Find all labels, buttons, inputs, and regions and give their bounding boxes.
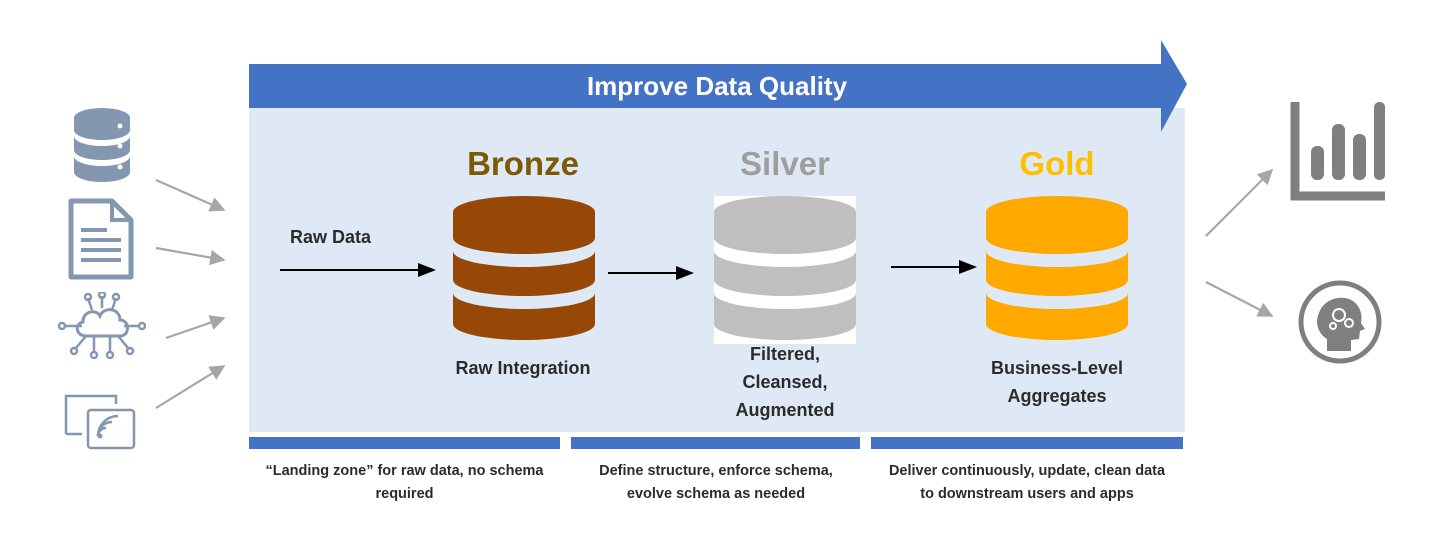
bronze-title: Bronze <box>467 145 579 182</box>
bronze-footnote-line2: required <box>375 486 434 502</box>
bronze-database-icon <box>453 196 595 340</box>
ai-head-icon <box>1298 280 1382 364</box>
bronze-footnote: “Landing zone” for raw data, no schema r… <box>232 460 577 506</box>
silver-footnote: Define structure, enforce schema, evolve… <box>566 460 866 506</box>
source-input-arrows <box>155 178 226 409</box>
raw-data-label: Raw Data <box>290 227 372 247</box>
document-icon <box>68 198 134 280</box>
bronze-to-silver-arrow <box>608 266 694 280</box>
gold-title: Gold <box>1019 145 1095 182</box>
silver-database-icon <box>714 196 856 344</box>
bronze-footer-bar <box>249 437 560 449</box>
bronze-footnote-line1: “Landing zone” for raw data, no schema <box>265 463 544 479</box>
output-arrows <box>1205 168 1274 317</box>
bronze-description: Raw Integration <box>455 358 591 378</box>
silver-footer-bar <box>571 437 860 449</box>
silver-to-gold-arrow <box>891 260 977 274</box>
wireless-device-icon <box>64 394 136 450</box>
bar-chart-icon <box>1290 102 1385 201</box>
gold-description: Business-Level Aggregates <box>990 358 1124 406</box>
improve-quality-banner-arrow <box>249 40 1187 132</box>
raw-to-bronze-arrow <box>280 263 436 277</box>
gold-footnote-line1: Deliver continuously, update, clean data <box>888 463 1166 479</box>
silver-footnote-line2: evolve schema as needed <box>626 486 806 502</box>
gold-footnote: Deliver continuously, update, clean data… <box>866 460 1188 506</box>
silver-footnote-line1: Define structure, enforce schema, <box>599 463 833 479</box>
gold-database-icon <box>986 196 1128 340</box>
silver-description: Filtered, Cleansed, Augmented <box>735 344 835 420</box>
gold-footer-bar <box>871 437 1183 449</box>
database-icon <box>74 108 130 182</box>
silver-title: Silver <box>740 145 830 182</box>
gold-footnote-line2: to downstream users and apps <box>920 486 1134 502</box>
cloud-network-icon <box>58 292 146 360</box>
banner-title: Improve Data Quality <box>586 71 848 101</box>
